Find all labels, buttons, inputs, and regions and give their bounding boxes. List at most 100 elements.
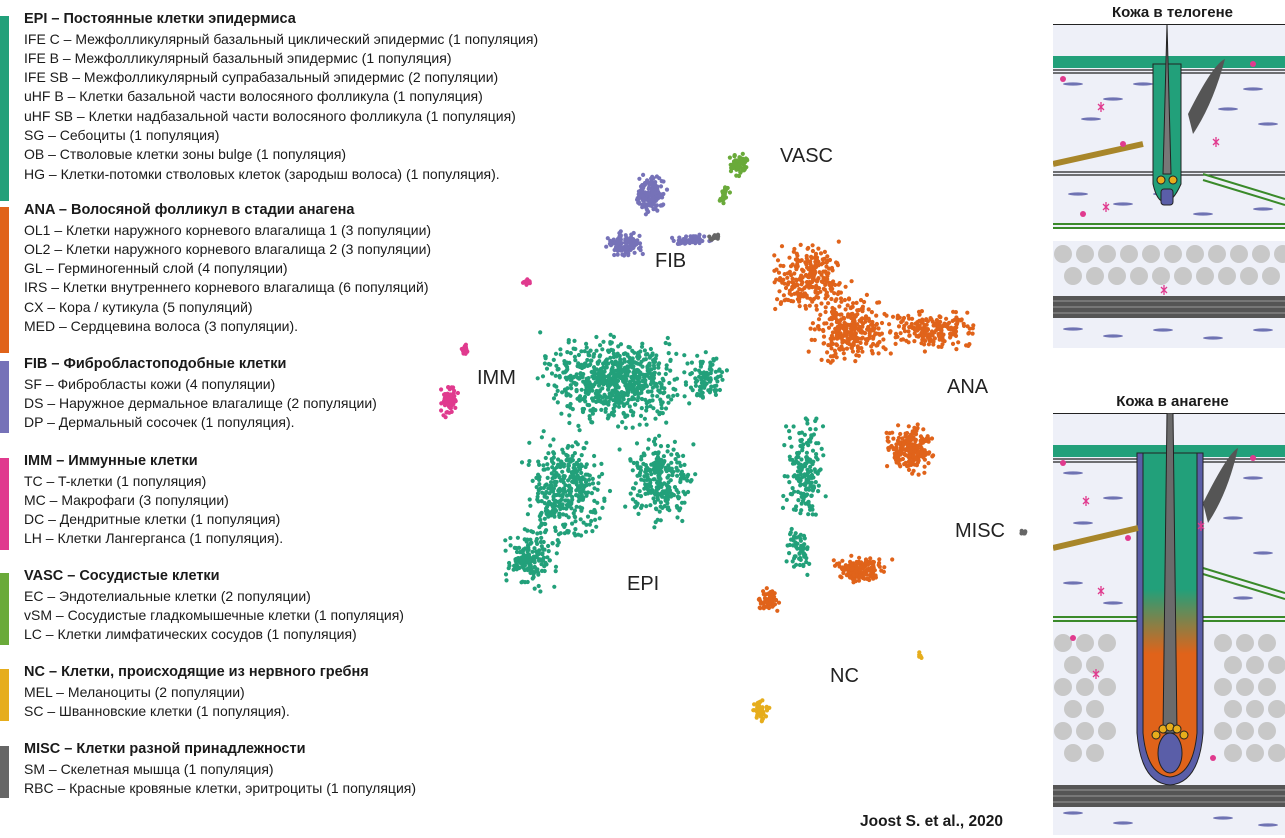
cell-point-ana bbox=[764, 600, 769, 605]
cell-point-ana bbox=[828, 286, 833, 291]
cell-point-ana bbox=[821, 260, 826, 266]
cell-point-epi bbox=[805, 572, 810, 577]
cell-point-epi bbox=[552, 474, 557, 479]
cell-point-ana bbox=[849, 315, 854, 321]
cell-point-epi bbox=[792, 461, 797, 466]
tsne-scatter-plot bbox=[439, 151, 1028, 724]
cell-point-epi bbox=[634, 380, 639, 385]
cell-point-epi bbox=[804, 440, 809, 446]
cell-point-epi bbox=[664, 363, 669, 368]
legend-item: HG – Клетки-потомки стволовых клеток (за… bbox=[24, 165, 500, 182]
cell-point-epi bbox=[672, 439, 677, 444]
cell-point-ana bbox=[948, 335, 953, 340]
cell-point-epi bbox=[603, 409, 608, 414]
cell-point-epi bbox=[791, 424, 796, 429]
cell-point-ana bbox=[849, 345, 854, 350]
cell-point-ana bbox=[894, 460, 899, 465]
cell-point-epi bbox=[546, 451, 551, 456]
cell-point-ana bbox=[955, 320, 960, 325]
cell-point-epi bbox=[714, 383, 719, 388]
cell-point-epi bbox=[630, 425, 635, 430]
cell-point-epi bbox=[555, 388, 560, 393]
cell-point-ana bbox=[855, 339, 860, 344]
cell-point-ana bbox=[940, 324, 945, 329]
cell-point-nc bbox=[918, 653, 923, 658]
cell-point-ana bbox=[809, 337, 814, 342]
cell-point-fib bbox=[642, 196, 647, 202]
cell-point-epi bbox=[543, 530, 548, 535]
cell-point-epi bbox=[577, 428, 582, 433]
cell-point-fib bbox=[637, 176, 642, 181]
cell-point-ana bbox=[822, 321, 827, 326]
cell-point-ana bbox=[855, 560, 860, 565]
cell-point-ana bbox=[951, 330, 956, 336]
cell-point-epi bbox=[682, 500, 687, 505]
cell-point-ana bbox=[854, 566, 859, 571]
cell-point-ana bbox=[867, 573, 872, 578]
cell-point-ana bbox=[781, 293, 786, 298]
cell-point-epi bbox=[553, 351, 559, 356]
cell-point-epi bbox=[808, 507, 813, 512]
cell-point-ana bbox=[870, 319, 875, 325]
cell-point-ana bbox=[894, 442, 899, 447]
cell-point-ana bbox=[884, 313, 889, 318]
cell-point-epi bbox=[511, 567, 516, 572]
cell-point-ana bbox=[807, 285, 812, 290]
cell-point-ana bbox=[795, 297, 800, 302]
cell-point-epi bbox=[616, 400, 621, 405]
legend-item: DS – Наружное дермальное влагалище (2 по… bbox=[24, 394, 377, 411]
legend-item-list: SM – Скелетная мышца (1 популяция)RBC – … bbox=[24, 760, 416, 799]
cell-point-epi bbox=[674, 351, 679, 356]
cell-point-ana bbox=[761, 606, 766, 611]
cell-point-ana bbox=[874, 322, 879, 327]
cell-point-epi bbox=[634, 375, 639, 380]
cell-point-ana bbox=[837, 304, 842, 309]
cell-point-epi bbox=[579, 349, 584, 354]
cell-point-ana bbox=[826, 280, 832, 285]
cell-point-epi bbox=[703, 350, 708, 355]
cell-point-epi bbox=[580, 506, 585, 511]
cell-point-epi bbox=[537, 462, 542, 467]
cell-point-epi bbox=[806, 512, 811, 517]
cell-point-ana bbox=[926, 342, 931, 347]
cell-point-epi bbox=[582, 396, 587, 401]
cell-point-epi bbox=[538, 589, 543, 594]
cell-point-epi bbox=[715, 374, 721, 379]
cell-point-fib bbox=[612, 241, 617, 246]
cell-point-epi bbox=[607, 379, 612, 384]
cell-point-ana bbox=[922, 338, 927, 343]
cell-point-fib bbox=[684, 234, 689, 239]
cell-point-ana bbox=[831, 315, 836, 321]
cell-point-ana bbox=[854, 300, 859, 305]
cell-point-ana bbox=[772, 253, 777, 258]
cell-point-epi bbox=[665, 487, 670, 492]
cell-point-epi bbox=[638, 465, 643, 470]
cell-point-epi bbox=[575, 364, 580, 369]
cell-point-epi bbox=[588, 509, 593, 514]
cell-point-ana bbox=[866, 307, 871, 312]
cell-point-epi bbox=[530, 478, 535, 483]
cell-point-ana bbox=[860, 349, 865, 354]
cell-point-ana bbox=[775, 297, 780, 302]
cell-point-epi bbox=[678, 506, 683, 511]
cell-point-fib bbox=[637, 196, 642, 201]
cell-point-epi bbox=[517, 550, 523, 555]
cell-point-epi bbox=[633, 481, 638, 486]
cell-point-epi bbox=[695, 353, 700, 358]
cell-point-epi bbox=[604, 362, 609, 367]
cell-point-ana bbox=[877, 339, 882, 345]
cell-point-ana bbox=[922, 470, 927, 475]
cell-point-epi bbox=[590, 481, 596, 486]
cell-point-ana bbox=[805, 246, 810, 251]
cell-point-epi bbox=[623, 504, 628, 509]
cell-point-vasc bbox=[727, 190, 732, 195]
cell-point-epi bbox=[576, 352, 581, 358]
cell-point-epi bbox=[668, 357, 673, 362]
cell-point-epi bbox=[798, 472, 803, 477]
cell-point-epi bbox=[611, 398, 616, 403]
cell-point-epi bbox=[628, 491, 633, 496]
cell-point-epi bbox=[570, 444, 575, 449]
cell-point-ana bbox=[833, 351, 838, 356]
cell-point-epi bbox=[675, 460, 680, 465]
cell-point-epi bbox=[564, 498, 569, 503]
